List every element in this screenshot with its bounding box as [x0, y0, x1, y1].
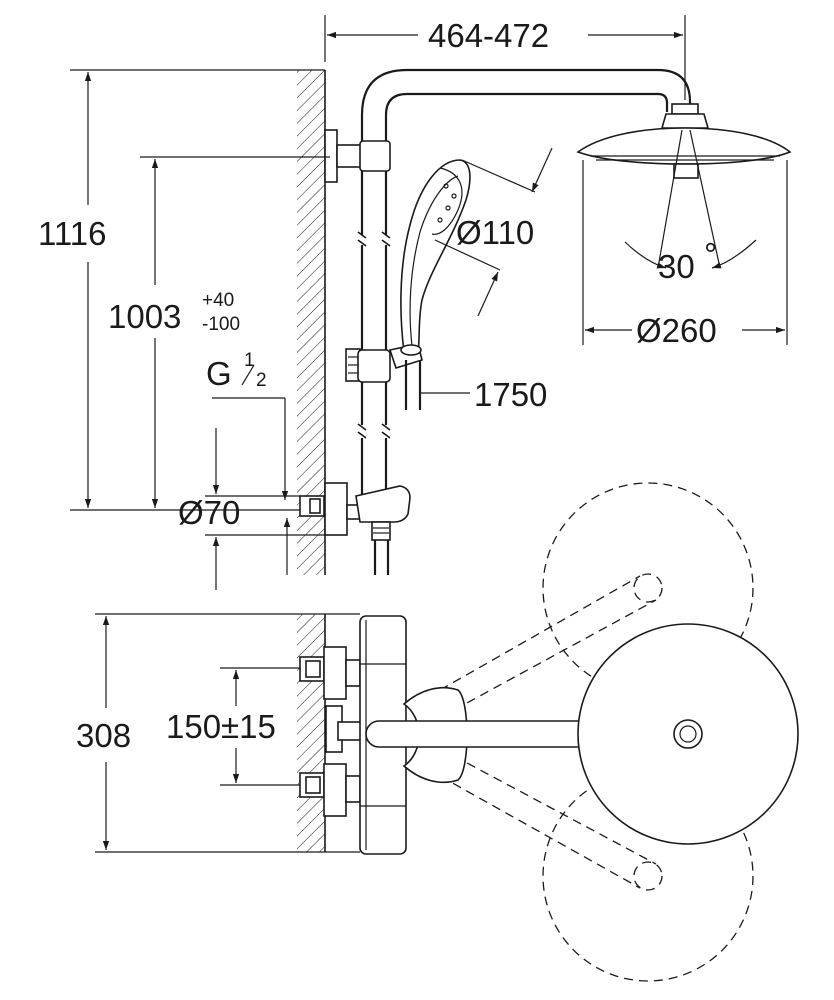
total-height-dimension	[70, 69, 325, 511]
hand-shower-dia-label: Ø110	[456, 214, 534, 251]
shower-head	[576, 103, 792, 179]
connection-thread-label	[212, 364, 289, 500]
hand-shower	[400, 159, 471, 356]
rail-outlet-connector	[299, 482, 411, 575]
escutcheon-dimension	[205, 428, 325, 590]
shower-arm-top-view	[365, 623, 799, 845]
centers-label: 150±15	[166, 708, 276, 745]
mixer-height-dimension	[95, 613, 360, 853]
rail-tol-minus: -100	[202, 314, 240, 335]
total-height-label: 1116	[38, 215, 107, 252]
hose-length-label: 1750	[474, 376, 547, 413]
head-dia-dimension	[582, 160, 788, 345]
lower-wall	[297, 614, 326, 852]
hand-shower-holder	[345, 343, 423, 383]
shower-rail	[357, 68, 692, 495]
connection-sub: 2	[256, 370, 267, 391]
hose	[404, 360, 470, 410]
rail-height-label: 1003	[108, 298, 181, 335]
centers-dimension	[220, 667, 300, 786]
head-angle-unit: °	[704, 236, 717, 273]
head-angle	[624, 129, 757, 269]
escutcheon-dia-label: Ø70	[178, 494, 240, 531]
head-angle-label: 30	[658, 248, 695, 285]
top-width-dimension	[324, 15, 686, 100]
rail-height-dimension	[140, 156, 330, 508]
rotation-positions	[439, 482, 754, 982]
rail-tol-plus: +40	[202, 290, 234, 311]
top-width-label: 464-472	[428, 17, 549, 54]
head-dia-label: Ø260	[636, 312, 717, 349]
connection-g: G	[206, 355, 232, 392]
thermostatic-mixer	[299, 615, 407, 855]
connection-sup: 1	[244, 350, 255, 371]
mixer-height-label: 308	[76, 717, 131, 754]
hand-shower-dimension	[434, 147, 553, 317]
wall-bracket-upper	[324, 129, 391, 183]
